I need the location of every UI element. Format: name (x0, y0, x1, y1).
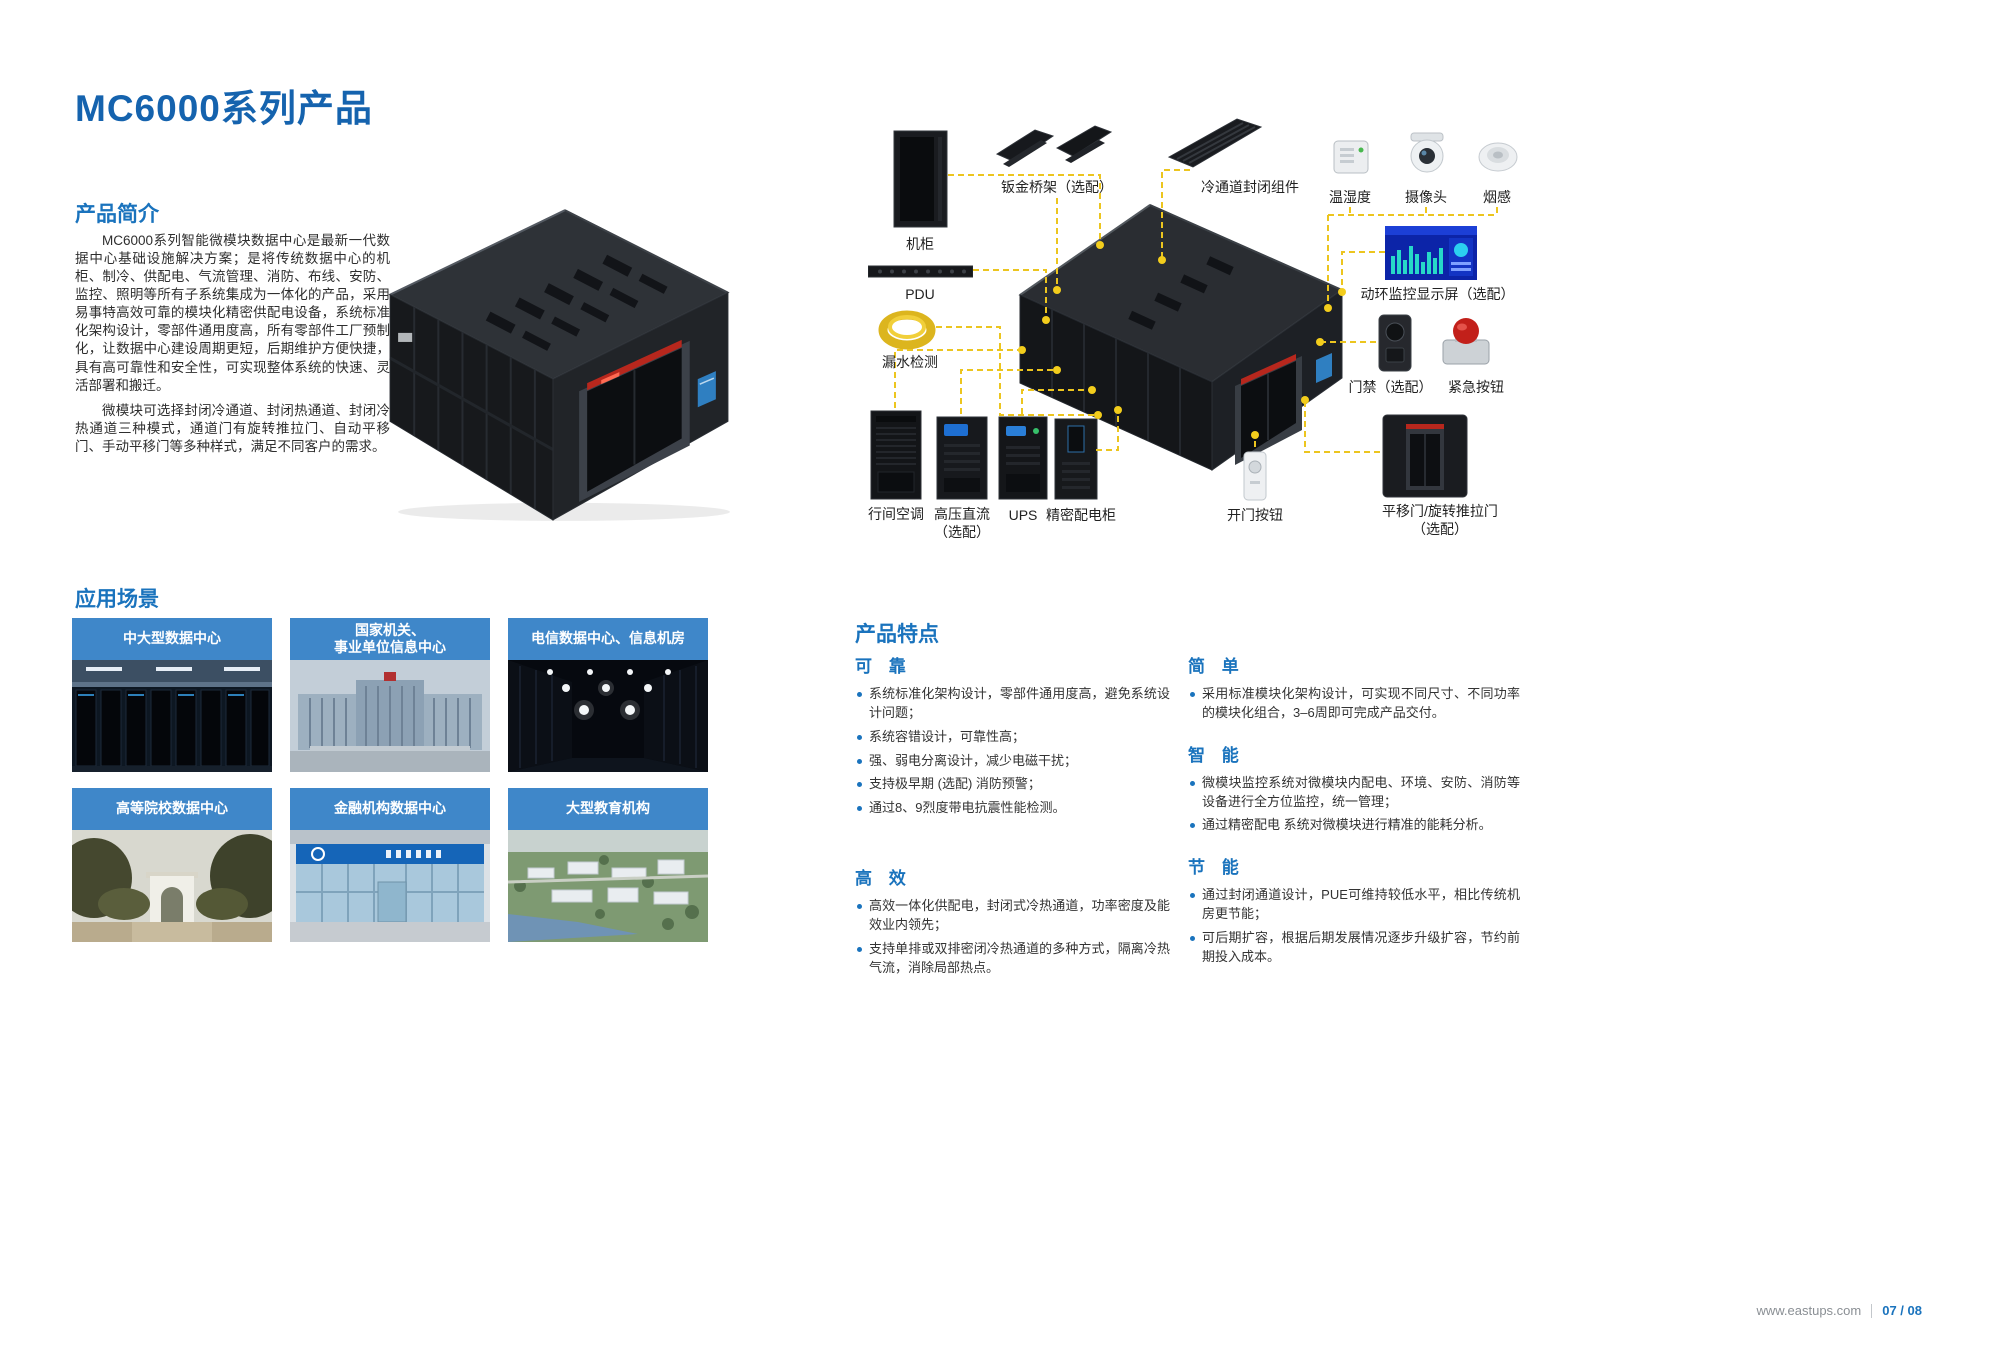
intro-paragraph-2: 微模块可选择封闭冷通道、封闭热通道、封闭冷热通道三种模式，通道门有旋转推拉门、自… (75, 402, 390, 454)
scenario-card-image-education (508, 830, 708, 942)
feature-bullet: 系统标准化架构设计，零部件通用度高，避免系统设计问题； (855, 685, 1170, 723)
feature-bullet: 支持极早期 (选配) 消防预警； (855, 775, 1170, 794)
footer-divider (1871, 1303, 1873, 1318)
feature-group-simple: 简 单 采用标准模块化架构设计，可实现不同尺寸、不同功率的模块化组合，3–6周即… (1188, 652, 1520, 723)
cold-aisle-components-image (1165, 113, 1265, 176)
scenario-card-image-government (290, 660, 490, 772)
diagram-label-monitor: 动环监控显示屏（选配） (1360, 286, 1515, 302)
diagram-label-camera: 摄像头 (1405, 189, 1447, 205)
diagram-label-bridge: 钣金桥架（选配） (1001, 179, 1113, 195)
feature-bullet: 通过精密配电 系统对微模块进行精准的能耗分析。 (1188, 816, 1520, 835)
scenario-card-finance: 金融机构数据中心 (290, 788, 490, 942)
feature-bullet: 可后期扩容，根据后期发展情况逐步升级扩容，节约前期投入成本。 (1188, 929, 1520, 967)
scenario-card-title: 金融机构数据中心 (290, 788, 490, 830)
features-column-right: 简 单 采用标准模块化架构设计，可实现不同尺寸、不同功率的模块化组合，3–6周即… (1188, 652, 1520, 972)
smoke-detector-image (1477, 139, 1519, 180)
feature-bullet: 通过8、9烈度带电抗震性能检测。 (855, 799, 1170, 818)
feature-bullet: 高效一体化供配电，封闭式冷热通道，功率密度及能效业内领先； (855, 897, 1170, 935)
diagram-label-cold-aisle: 冷通道封闭组件 (1201, 179, 1299, 195)
product-hero-image (378, 182, 740, 524)
feature-group-title: 节 能 (1188, 858, 1245, 878)
feature-bullet: 采用标准模块化架构设计，可实现不同尺寸、不同功率的模块化组合，3–6周即可完成产… (1188, 685, 1520, 723)
feature-bullet: 系统容错设计，可靠性高； (855, 728, 1170, 747)
feature-group-reliable: 可 靠 系统标准化架构设计，零部件通用度高，避免系统设计问题； 系统容错设计，可… (855, 652, 1170, 818)
diagram-label-smoke: 烟感 (1483, 189, 1511, 205)
diagram-label-sliding-door: 平移门/旋转推拉门 （选配） (1382, 503, 1498, 538)
diagram-label-pdc: 精密配电柜 (1046, 507, 1116, 523)
feature-bullets: 微模块监控系统对微模块内配电、环境、安防、消防等设备进行全方位监控，统一管理； … (1188, 774, 1520, 836)
cabinet-image (893, 130, 948, 233)
feature-bullets: 系统标准化架构设计，零部件通用度高，避免系统设计问题； 系统容错设计，可靠性高；… (855, 685, 1170, 818)
feature-group-title: 简 单 (1188, 657, 1245, 676)
precision-pdc-image (1054, 418, 1098, 505)
feature-group-energy-saving: 节 能 通过封闭通道设计，PUE可维持较低水平，相比传统机房更节能； 可后期扩容… (1188, 853, 1520, 966)
scenario-card-image-finance (290, 830, 490, 942)
scenario-card-government: 国家机关、 事业单位信息中心 (290, 618, 490, 772)
scenario-card-education: 大型教育机构 (508, 788, 708, 942)
door-open-button-image (1243, 451, 1267, 506)
diagram-label-pdu: PDU (905, 286, 935, 302)
pdu-image (867, 262, 974, 285)
diagram-label-door-button: 开门按钮 (1227, 507, 1283, 523)
diagram-label-emergency: 紧急按钮 (1448, 379, 1504, 395)
feature-group-title: 可 靠 (855, 657, 912, 676)
page-title: MC6000系列产品 (75, 88, 373, 129)
leak-detection-image (878, 305, 936, 358)
scenario-card-university: 高等院校数据中心 (72, 788, 272, 942)
feature-bullets: 高效一体化供配电，封闭式冷热通道，功率密度及能效业内领先； 支持单排或双排密闭冷… (855, 897, 1170, 977)
feature-bullet: 强、弱电分离设计，减少电磁干扰； (855, 752, 1170, 771)
access-control-image (1378, 314, 1412, 377)
scenario-card-image-datacenter (72, 660, 272, 772)
intro-heading: 产品简介 (75, 203, 159, 226)
scenario-card-title: 大型教育机构 (508, 788, 708, 830)
scenario-cards: 中大型数据中心 (72, 618, 708, 942)
inrow-ac-image (870, 410, 922, 505)
hvdc-image (936, 416, 988, 505)
scenario-card-title: 电信数据中心、信息机房 (508, 618, 708, 660)
intro-text: MC6000系列智能微模块数据中心是最新一代数据中心基础设施解决方案；是将传统数… (75, 232, 390, 463)
feature-bullet: 支持单排或双排密闭冷热通道的多种方式，隔离冷热气流，消除局部热点。 (855, 940, 1170, 978)
scenario-card-datacenter: 中大型数据中心 (72, 618, 272, 772)
features-column-left: 可 靠 系统标准化架构设计，零部件通用度高，避免系统设计问题； 系统容错设计，可… (855, 652, 1170, 982)
ups-image (998, 416, 1048, 505)
page-number: 07 / 08 (1882, 1303, 1922, 1318)
diagram-label-leak: 漏水检测 (882, 354, 938, 370)
intro-paragraph-1: MC6000系列智能微模块数据中心是最新一代数据中心基础设施解决方案；是将传统数… (75, 233, 390, 393)
scenario-card-image-university (72, 830, 272, 942)
page-footer: www.eastups.com 07 / 08 (1756, 1303, 1922, 1318)
sliding-door-image (1382, 414, 1468, 503)
exploded-diagram: 机柜 PDU 漏水检测 钣金桥架（选配） 冷通道封闭组件 温湿度 摄像头 烟感 … (850, 95, 1985, 573)
micro-module-image (1010, 190, 1350, 475)
diagram-label-temp-humidity: 温湿度 (1329, 189, 1371, 205)
scenario-card-title: 中大型数据中心 (72, 618, 272, 660)
cable-bridge-image (995, 120, 1113, 181)
diagram-label-ups: UPS (1008, 507, 1038, 523)
scenarios-heading: 应用场景 (75, 588, 159, 611)
scenario-card-title: 国家机关、 事业单位信息中心 (290, 618, 490, 660)
feature-bullet: 通过封闭通道设计，PUE可维持较低水平，相比传统机房更节能； (1188, 886, 1520, 924)
diagram-label-hvdc: 高压直流 （选配） (934, 506, 990, 541)
diagram-label-inrow-ac: 行间空调 (868, 506, 924, 522)
feature-bullets: 通过封闭通道设计，PUE可维持较低水平，相比传统机房更节能； 可后期扩容，根据后… (1188, 886, 1520, 966)
diagram-label-cabinet: 机柜 (906, 236, 934, 252)
features-heading: 产品特点 (855, 623, 939, 646)
diagram-label-access: 门禁（选配） (1348, 379, 1433, 395)
feature-group-title: 高 效 (855, 869, 912, 889)
scenario-card-title: 高等院校数据中心 (72, 788, 272, 830)
monitoring-screen-image (1385, 226, 1477, 285)
temp-humidity-sensor-image (1333, 140, 1369, 179)
emergency-button-image (1440, 316, 1492, 373)
camera-image (1405, 131, 1449, 180)
scenario-card-telecom: 电信数据中心、信息机房 (508, 618, 708, 772)
feature-group-intelligent: 智 能 微模块监控系统对微模块内配电、环境、安防、消防等设备进行全方位监控，统一… (1188, 741, 1520, 836)
feature-group-efficient: 高 效 高效一体化供配电，封闭式冷热通道，功率密度及能效业内领先； 支持单排或双… (855, 864, 1170, 977)
feature-group-title: 智 能 (1188, 745, 1245, 765)
website-url: www.eastups.com (1756, 1303, 1862, 1318)
feature-bullet: 微模块监控系统对微模块内配电、环境、安防、消防等设备进行全方位监控，统一管理； (1188, 774, 1520, 812)
feature-bullets: 采用标准模块化架构设计，可实现不同尺寸、不同功率的模块化组合，3–6周即可完成产… (1188, 685, 1520, 723)
scenario-card-image-telecom (508, 660, 708, 772)
